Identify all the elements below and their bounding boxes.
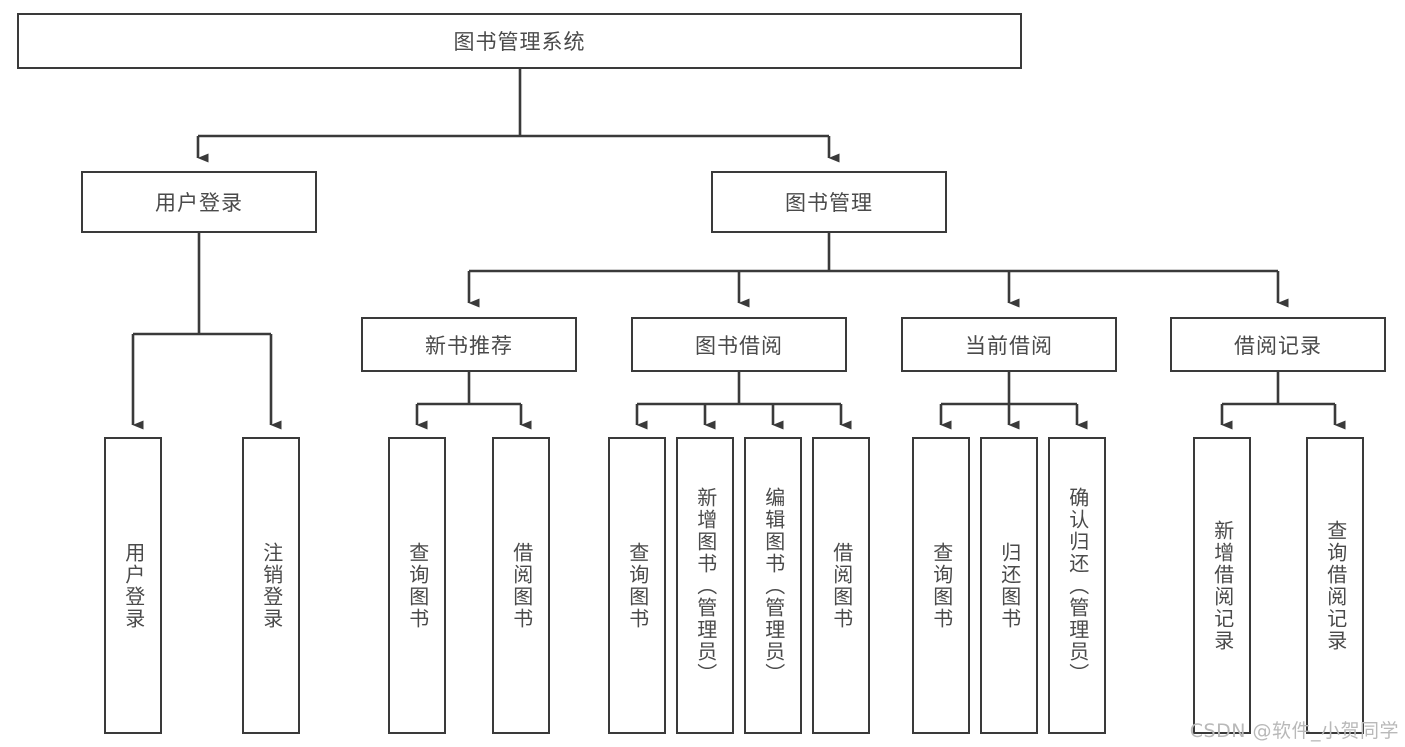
leaf-borrow-edit-book-admin[interactable]: 编辑图书（管理员） — [744, 437, 802, 734]
leaf-new-book-query[interactable]: 查询图书 — [388, 437, 446, 734]
leaf-user-login-login[interactable]: 用户登录 — [104, 437, 162, 734]
node-book-management[interactable]: 图书管理 — [711, 171, 947, 233]
node-borrow-record[interactable]: 借阅记录 — [1170, 317, 1386, 372]
leaf-record-query-record[interactable]: 查询借阅记录 — [1306, 437, 1364, 734]
node-label: 借阅记录 — [1234, 333, 1322, 358]
node-label: 借阅图书 — [509, 541, 534, 630]
leaf-record-add-record[interactable]: 新增借阅记录 — [1193, 437, 1251, 734]
node-label: 新增图书（管理员） — [693, 486, 718, 685]
node-label: 确认归还（管理员） — [1065, 486, 1090, 685]
node-label: 查询图书 — [625, 541, 650, 630]
node-label: 查询借阅记录 — [1323, 519, 1348, 652]
node-label: 用户登录 — [121, 541, 146, 630]
leaf-borrow-query-book[interactable]: 查询图书 — [608, 437, 666, 734]
node-label: 图书管理系统 — [453, 30, 586, 54]
node-label: 编辑图书（管理员） — [761, 486, 786, 685]
node-label: 图书管理 — [785, 191, 873, 215]
leaf-new-book-borrow[interactable]: 借阅图书 — [492, 437, 550, 734]
leaf-borrow-borrow-book[interactable]: 借阅图书 — [812, 437, 870, 734]
node-label: 新书推荐 — [425, 333, 513, 358]
node-label: 新增借阅记录 — [1210, 519, 1235, 652]
leaf-current-query-book[interactable]: 查询图书 — [912, 437, 970, 734]
watermark-text: CSDN @软件_小贺同学 — [1189, 720, 1399, 742]
node-label: 图书借阅 — [695, 333, 783, 358]
leaf-borrow-add-book-admin[interactable]: 新增图书（管理员） — [676, 437, 734, 734]
node-label: 用户登录 — [155, 191, 243, 215]
leaf-current-confirm-return-admin[interactable]: 确认归还（管理员） — [1048, 437, 1106, 734]
leaf-current-return-book[interactable]: 归还图书 — [980, 437, 1038, 734]
node-label: 借阅图书 — [829, 541, 854, 630]
node-root-system[interactable]: 图书管理系统 — [17, 13, 1022, 69]
leaf-user-login-logout[interactable]: 注销登录 — [242, 437, 300, 734]
node-label: 注销登录 — [259, 541, 284, 630]
node-label: 归还图书 — [997, 541, 1022, 630]
node-label: 查询图书 — [405, 541, 430, 630]
node-new-book-recommend[interactable]: 新书推荐 — [361, 317, 577, 372]
node-label: 当前借阅 — [965, 333, 1053, 358]
node-label: 查询图书 — [929, 541, 954, 630]
node-current-borrow[interactable]: 当前借阅 — [901, 317, 1117, 372]
node-user-login[interactable]: 用户登录 — [81, 171, 317, 233]
node-book-borrow[interactable]: 图书借阅 — [631, 317, 847, 372]
